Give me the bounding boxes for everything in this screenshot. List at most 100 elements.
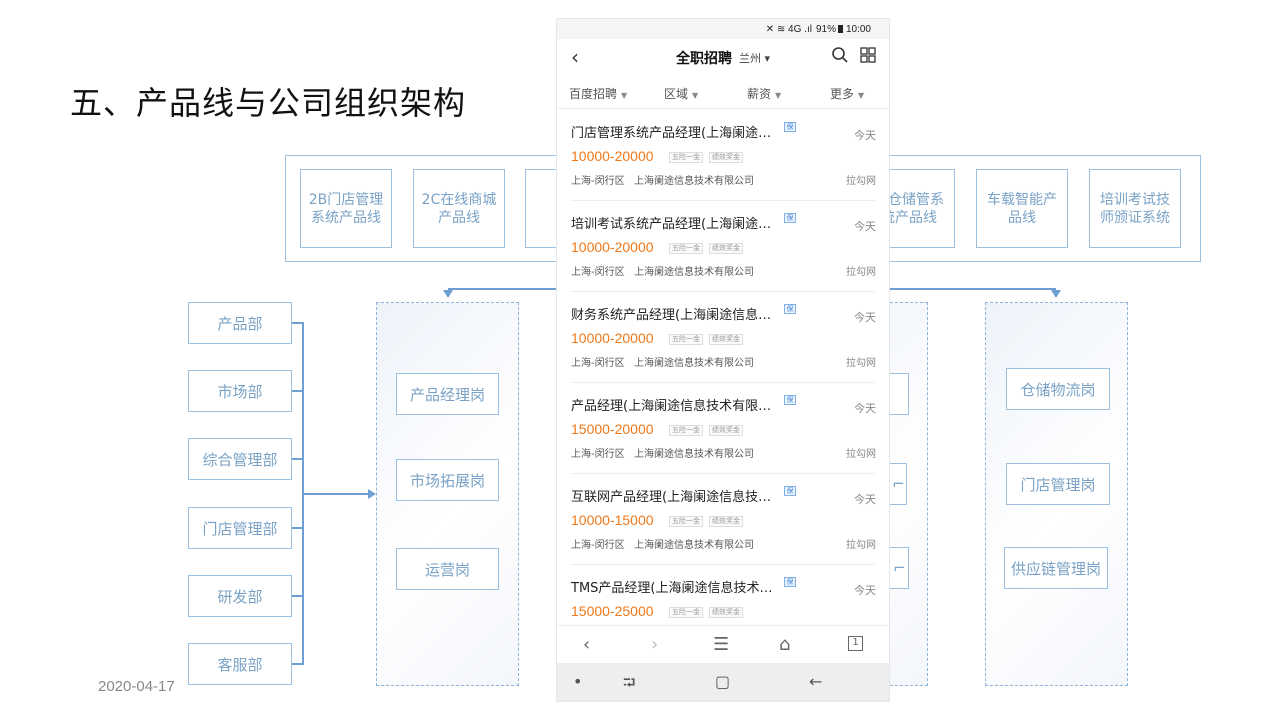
job-salary: 10000-20000 [571,148,654,164]
job-location: 上海-闵行区 [571,449,625,460]
guarantee-badge: 保 [784,486,796,496]
filter-salary[interactable]: 薪资▼ [747,87,782,101]
job-list-item[interactable]: 培训考试系统产品经理(上海阑途信息技术有限公司) 保 今天 10000-2000… [571,201,876,292]
job-salary: 15000-25000 [571,603,654,619]
job-tag: 五险一金 [669,243,703,254]
job-list-item[interactable]: TMS产品经理(上海阑途信息技术有限公司) 保 今天 15000-25000 五… [571,565,876,625]
job-company: 上海阑途信息技术有限公司 [634,449,754,460]
product-line-box: 培训考试技师颁证系统 [1089,169,1181,248]
job-date: 今天 [854,402,876,415]
search-icon[interactable] [831,46,849,64]
job-company: 上海阑途信息技术有限公司 [634,540,754,551]
filter-source[interactable]: 百度招聘▼ [569,87,628,101]
job-title: 财务系统产品经理(上海阑途信息技术有限公司) [571,308,783,323]
system-back-icon[interactable]: ← [809,672,823,691]
job-location: 上海-闵行区 [571,540,625,551]
guarantee-badge: 保 [784,213,796,223]
job-tag: 绩效奖金 [709,243,743,254]
connector-line [304,493,368,495]
bracket-tick [292,663,302,665]
role-box: 市场拓展岗 [396,459,499,501]
job-location: 上海-闵行区 [571,358,625,369]
job-tag: 五险一金 [669,516,703,527]
filter-area[interactable]: 区域▼ [664,87,699,101]
arrow-down-icon [1051,290,1061,298]
bracket-tick [292,458,302,460]
role-box: 运营岗 [396,548,499,590]
job-date: 今天 [854,311,876,324]
job-title: 产品经理(上海阑途信息技术有限公司) [571,399,783,414]
job-tag: 五险一金 [669,334,703,345]
bracket-tick [292,322,302,324]
slide-title: 五、产品线与公司组织架构 [70,84,467,122]
nav-bar: ‹ 全职招聘 兰州 ▾ [557,39,889,75]
back-icon[interactable]: ‹ [571,45,579,69]
role-box: 门店管理岗 [1006,463,1110,505]
job-tag: 绩效奖金 [709,607,743,618]
job-title: 培训考试系统产品经理(上海阑途信息技术有限公司) [571,217,783,232]
department-box: 市场部 [188,370,292,412]
product-line-box: 2B门店管理系统产品线 [300,169,392,248]
job-date: 今天 [854,493,876,506]
arrow-right-icon [368,489,376,499]
job-source: 拉勾网 [846,267,876,278]
guarantee-badge: 保 [784,122,796,132]
home-icon[interactable]: ⌂ [779,634,791,655]
job-date: 今天 [854,220,876,233]
recent-apps-icon[interactable]: ⮒ [623,673,636,692]
battery-icon [837,25,843,33]
job-tag: 五险一金 [669,607,703,618]
guarantee-badge: 保 [784,395,796,405]
job-source: 拉勾网 [846,358,876,369]
job-tag: 绩效奖金 [709,516,743,527]
job-list-item[interactable]: 财务系统产品经理(上海阑途信息技术有限公司) 保 今天 10000-20000 … [571,292,876,383]
bracket-tick [292,595,302,597]
browser-toolbar: ‹ › ☰ ⌂ 1 [557,625,889,663]
forward-icon[interactable]: › [651,634,659,655]
page-title: 全职招聘 [676,51,732,67]
role-box: 产品经理岗 [396,373,499,415]
city-selector[interactable]: 兰州 ▾ [739,52,771,65]
status-icons: ✕ ≋ 4G .ıl [765,23,812,35]
menu-icon[interactable]: ☰ [713,634,730,655]
grid-icon[interactable] [860,47,876,63]
job-location: 上海-闵行区 [571,267,625,278]
job-source: 拉勾网 [846,540,876,551]
bracket-line [302,322,304,665]
job-title: TMS产品经理(上海阑途信息技术有限公司) [571,581,783,596]
product-line-box: 车载智能产品线 [976,169,1068,248]
job-salary: 15000-20000 [571,421,654,437]
job-source: 拉勾网 [846,449,876,460]
bracket-tick [292,390,302,392]
job-tag: 绩效奖金 [709,152,743,163]
department-box: 产品部 [188,302,292,344]
status-bar: ✕ ≋ 4G .ıl 91% 10:00 [557,19,889,39]
job-list-item[interactable]: 产品经理(上海阑途信息技术有限公司) 保 今天 15000-20000 五险一金… [571,383,876,474]
job-tag: 绩效奖金 [709,334,743,345]
job-tag: 五险一金 [669,425,703,436]
job-tag: 绩效奖金 [709,425,743,436]
guarantee-badge: 保 [784,304,796,314]
product-line-box: 2C在线商城产品线 [413,169,505,248]
bracket-tick [292,527,302,529]
job-list-item[interactable]: 门店管理系统产品经理(上海阑途信息技术有限公司) 保 今天 10000-2000… [571,110,876,201]
job-salary: 10000-20000 [571,330,654,346]
dot-icon: • [573,672,583,691]
job-date: 今天 [854,584,876,597]
job-source: 拉勾网 [846,176,876,187]
home-button-icon[interactable]: ▢ [715,672,731,691]
job-salary: 10000-20000 [571,239,654,255]
tabs-icon[interactable]: 1 [848,636,863,651]
department-box: 研发部 [188,575,292,617]
job-date: 今天 [854,129,876,142]
job-title: 门店管理系统产品经理(上海阑途信息技术有限公司) [571,126,783,141]
back-icon[interactable]: ‹ [583,634,591,655]
system-nav-bar: • ⮒ ▢ ← [557,663,889,701]
battery-level: 91% [815,23,836,35]
status-time: 10:00 [845,23,871,35]
job-list-item[interactable]: 互联网产品经理(上海阑途信息技术有限公司) 保 今天 10000-15000 五… [571,474,876,565]
role-box: 供应链管理岗 [1004,547,1108,589]
arrow-down-icon [443,290,453,298]
job-location: 上海-闵行区 [571,176,625,187]
filter-more[interactable]: 更多▼ [830,87,865,101]
